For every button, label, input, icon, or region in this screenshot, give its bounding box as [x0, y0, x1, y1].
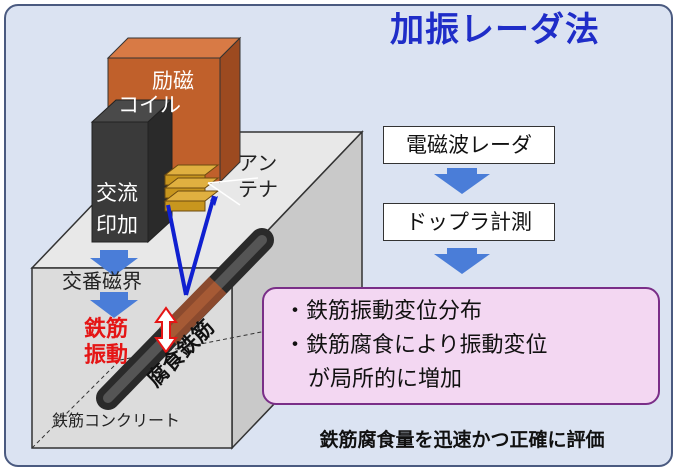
ac-label-line2: 印加 — [96, 213, 138, 237]
rebar — [96, 228, 274, 410]
coil-label-line1: 励磁 — [152, 69, 194, 93]
vibration-arrow — [154, 306, 178, 354]
ac-label-line1: 交流 — [96, 181, 138, 205]
result-item: ・鉄筋振動変位分布 — [284, 299, 483, 324]
vibration-label-line1: 鉄筋 — [84, 316, 128, 342]
concrete-label: 鉄筋コンクリート — [52, 411, 180, 430]
antenna-label-line2: テナ — [238, 177, 278, 201]
antenna-label-line1: アン — [238, 151, 277, 175]
results-box: ・鉄筋振動変位分布 ・鉄筋腐食により振動変位 が局所的に増加 — [262, 287, 660, 405]
coil-label-line2: コイル — [118, 93, 181, 117]
result-item: が局所的に増加 — [308, 367, 463, 392]
antenna — [163, 164, 259, 212]
radar-beam — [166, 195, 218, 296]
bottom-note: 鉄筋腐食量を迅速かつ正確に評価 — [319, 429, 605, 451]
magnetic-arrows — [90, 250, 138, 318]
flow-arrows — [434, 168, 490, 274]
magnetic-field-label: 交番磁界 — [62, 269, 142, 293]
flow-step-doppler: ドップラ計測 — [383, 203, 555, 241]
vibration-label-line2: 振動 — [84, 343, 128, 368]
diagram-title: 加振レーダ法 — [390, 10, 600, 50]
result-item: ・鉄筋腐食により振動変位 — [284, 333, 548, 358]
flow-step-radar: 電磁波レーダ — [383, 126, 555, 164]
